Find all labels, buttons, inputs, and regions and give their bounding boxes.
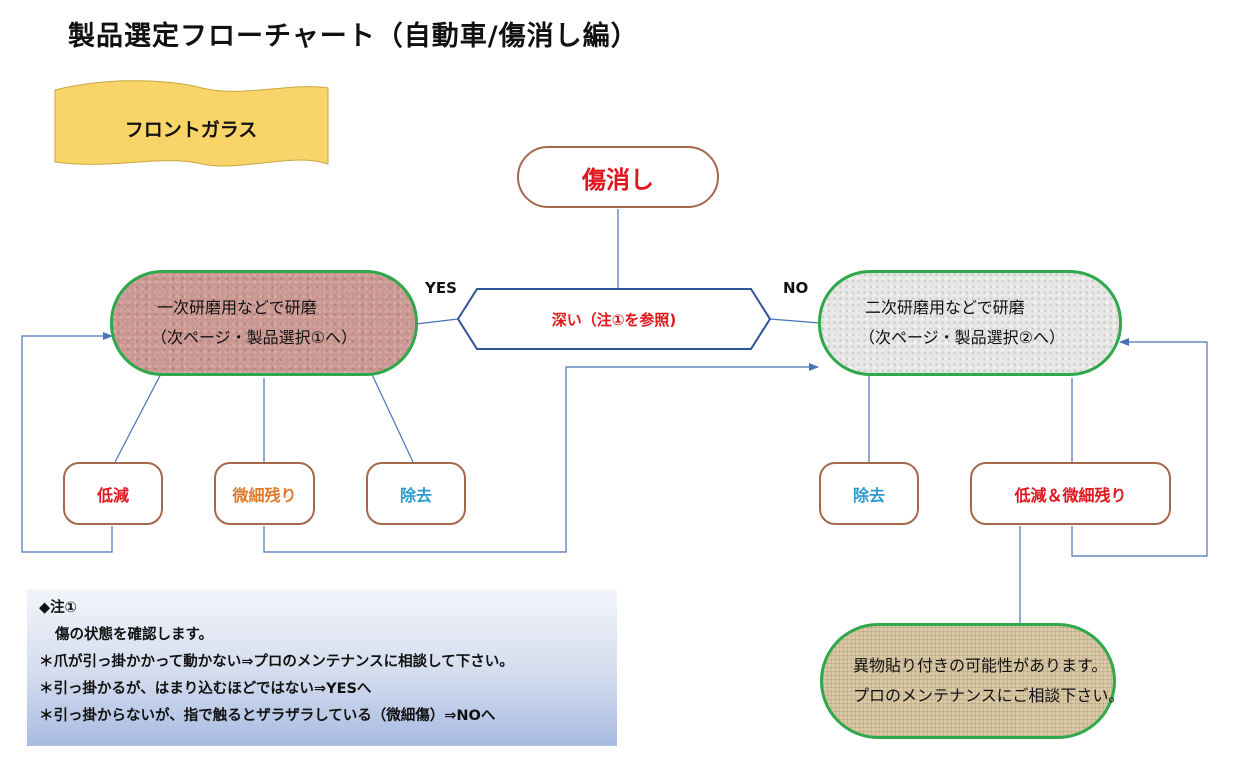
final-advice-node: 異物貼り付きの可能性があります。 プロのメンテナンスにご相談下さい。 [820,623,1124,739]
right-process-node: 二次研磨用などで研磨 （次ページ・製品選択②へ） [818,270,1122,376]
decision-label: 深い（注①を参照) [551,310,677,329]
note-line: ＊引っ掛かるが、はまり込むほどではない⇒YESへ [39,681,372,697]
note-box: ◆注① 傷の状態を確認します。 ＊爪が引っ掛かかって動かない⇒プロのメンテナンス… [27,589,617,746]
no-label: NO [783,279,809,297]
note-line: ＊引っ掛からないが、指で触るとザラザラしている（微細傷）⇒NOへ [39,708,496,724]
page-title: 製品選定フローチャート（自動車/傷消し編） [68,21,639,52]
banner-shape [54,80,329,167]
yes-label: YES [425,279,457,297]
start-node-kizukeshi: 傷消し [517,146,719,208]
right-process-line1: 二次研磨用などで研磨 [865,298,1025,317]
right-process-line2: （次ページ・製品選択②へ） [859,328,1066,347]
note-line: ＊爪が引っ掛かかって動かない⇒プロのメンテナンスに相談して下さい。 [39,654,514,670]
result-removed: 除去 [366,462,466,525]
result-reduced: 低減 [63,462,163,525]
left-process-node: 一次研磨用などで研磨 （次ページ・製品選択①へ） [110,270,418,376]
left-process-line2: （次ページ・製品選択①へ） [151,328,358,347]
final-line2: プロのメンテナンスにご相談下さい。 [853,686,1125,705]
final-line1: 異物貼り付きの可能性があります。 [853,656,1108,675]
left-process-line1: 一次研磨用などで研磨 [157,298,317,317]
result-removed-right: 除去 [819,462,919,525]
note-line: 傷の状態を確認します。 [55,627,214,643]
result-fine-remaining: 微細残り [214,462,315,525]
decision-shape [456,288,772,350]
note-heading: ◆注① [39,600,77,616]
result-reduced-and-fine: 低減＆微細残り [970,462,1171,525]
banner-label: フロントガラス [124,118,258,141]
